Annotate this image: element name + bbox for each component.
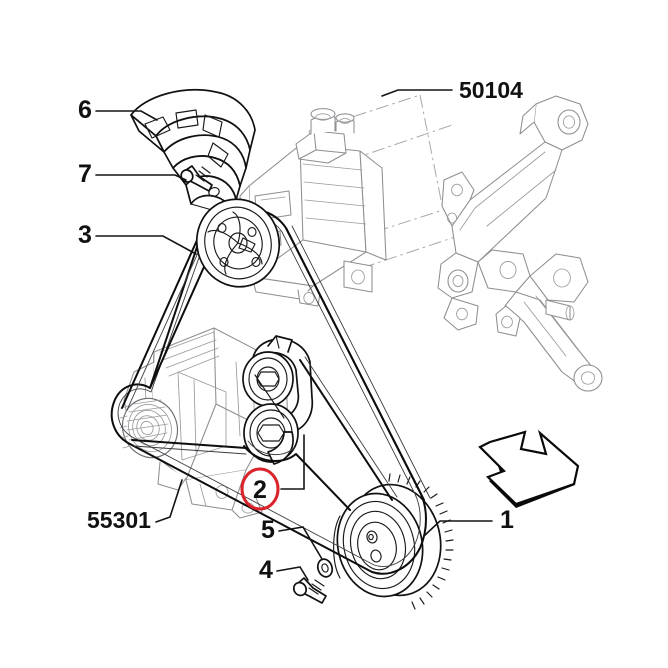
- tensioner-highlight-ellipse: [240, 467, 280, 511]
- leader-50104: [381, 89, 453, 97]
- leader-2: [280, 434, 305, 490]
- leader-6: [95, 110, 158, 121]
- rotation-direction-arrow: [478, 429, 580, 508]
- spacer-washer: [316, 558, 334, 578]
- leader-7: [95, 174, 187, 181]
- engine-mount-bracket: [437, 95, 603, 392]
- tensioner-bolt: [292, 577, 327, 604]
- callout-label-7: 7: [78, 160, 92, 188]
- callout-label-55301: 55301: [87, 507, 151, 533]
- auxiliary-drive-belt: [110, 198, 431, 575]
- callout-label-6: 6: [78, 96, 92, 124]
- callout-label-5: 5: [261, 516, 275, 544]
- crankshaft-pulley: [333, 473, 454, 610]
- support-strut-bracket: [130, 89, 256, 217]
- callout-label-2: 2: [253, 476, 267, 504]
- callout-label-50104: 50104: [459, 77, 523, 103]
- belt-tensioner: [242, 335, 314, 465]
- callout-leader-lines: [95, 89, 493, 581]
- callout-label-4: 4: [259, 556, 273, 584]
- leader-4: [276, 566, 309, 581]
- callout-label-1: 1: [500, 506, 514, 534]
- leader-55301: [155, 479, 183, 523]
- callout-label-3: 3: [78, 221, 92, 249]
- leader-1: [423, 520, 493, 537]
- leader-5: [278, 526, 323, 560]
- leader-3: [95, 235, 197, 255]
